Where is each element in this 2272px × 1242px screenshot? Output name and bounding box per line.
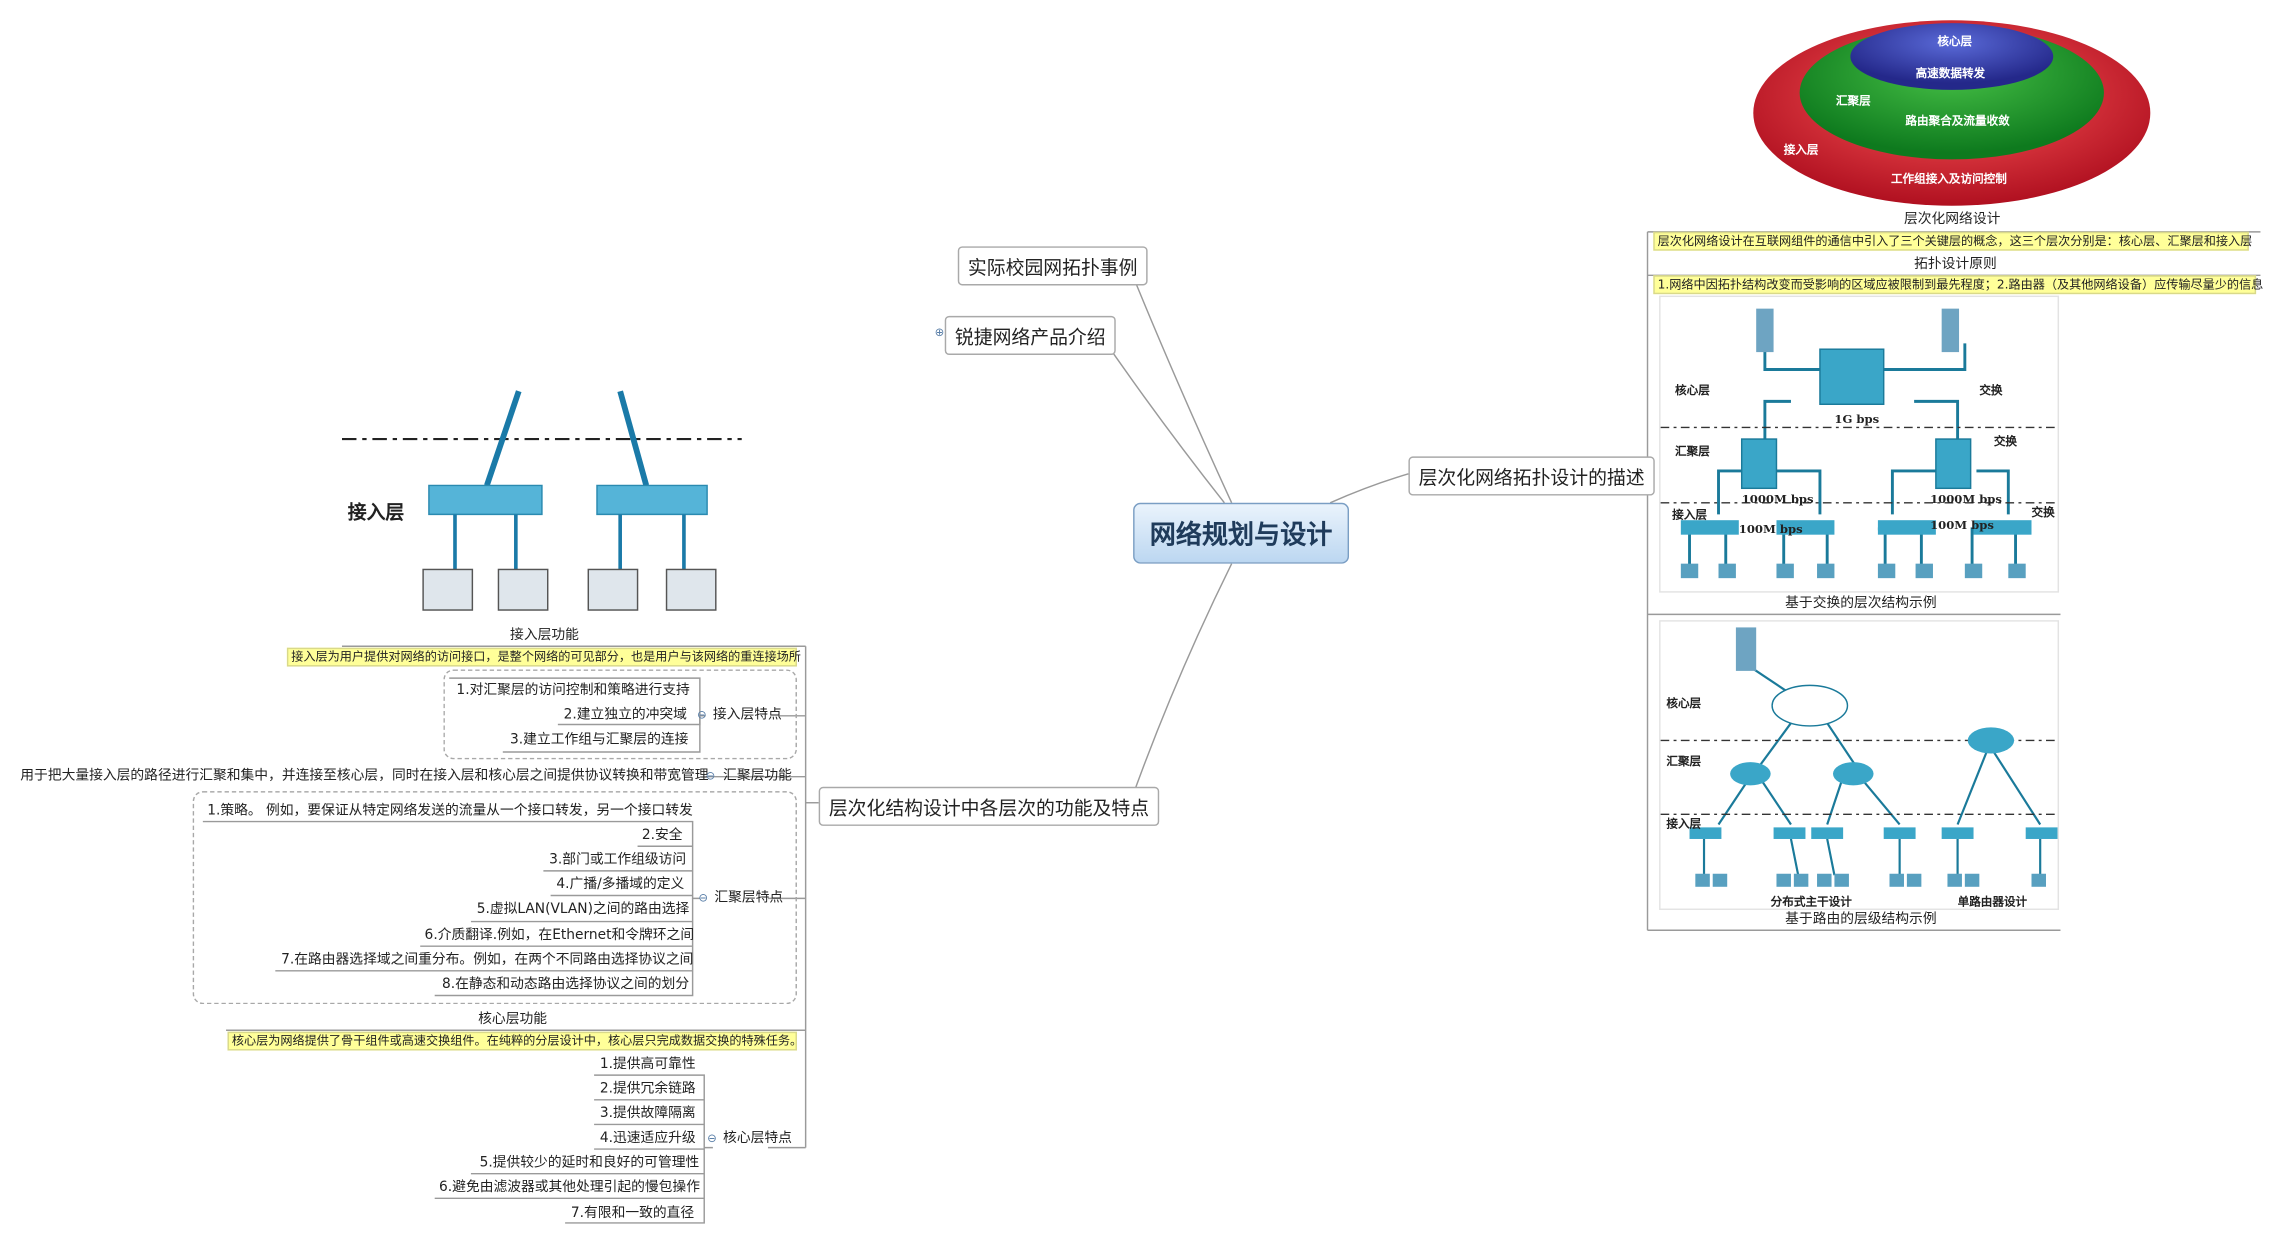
switch-swap-label-3: 交换 — [2031, 504, 2055, 519]
switch-core-label: 核心层 — [1675, 382, 1710, 398]
branch-layer-functions[interactable]: 层次化结构设计中各层次的功能及特点 — [818, 786, 1160, 826]
dist-feature-item: 2.安全 — [641, 827, 683, 844]
router-core-label: 核心层 — [1666, 695, 1702, 711]
router-caption: 基于路由的层级结构示例 — [1785, 911, 1937, 928]
router-distributed-label: 分布式主干设计 — [1770, 894, 1852, 909]
central-topic[interactable]: 网络规划与设计 — [1133, 502, 1350, 564]
core-feature-item: 7.有限和一致的直径 — [570, 1205, 695, 1222]
core-function-note: 核心层为网络提供了骨干组件或高速交换组件。在纯粹的分层设计中，核心层只完成数据交… — [227, 1031, 802, 1051]
core-function-title: 核心层功能 — [478, 1011, 548, 1028]
router-single-label: 单路由器设计 — [1957, 894, 2028, 909]
ellipse-core-sub: 高速数据转发 — [1915, 66, 1986, 80]
expand-icon[interactable]: ⊕ — [934, 326, 945, 340]
core-feature-item: 3.提供故障隔离 — [599, 1105, 696, 1122]
switch-bw-100a: 100M bps — [1738, 521, 1803, 537]
router-access-label: 接入层 — [1666, 815, 1702, 831]
dist-feature-item: 1.策略。 例如，要保证从特定网络发送的流量从一个接口转发，另一个接口转发 — [207, 802, 693, 819]
access-feature-item: 3.建立工作组与汇聚层的连接 — [510, 731, 689, 748]
collapse-icon[interactable]: ⊖ — [696, 708, 707, 722]
topology-principle-title: 拓扑设计原则 — [1914, 256, 1997, 273]
access-function-note: 接入层为用户提供对网络的访问接口，是整个网络的可见部分，也是用户与该网络的重连接… — [286, 647, 801, 667]
access-features-label: 接入层特点 — [712, 707, 782, 724]
dist-feature-item: 3.部门或工作组级访问 — [549, 852, 687, 868]
dist-feature-item: 7.在路由器选择域之间重分布。例如，在两个不同路由选择协议之间 — [281, 951, 694, 968]
branch-campus-example[interactable]: 实际校园网拓扑事例 — [957, 246, 1148, 286]
ellipse-dist-label: 汇聚层 — [1835, 94, 1871, 108]
dist-feature-item: 5.虚拟LAN(VLAN)之间的路由选择 — [476, 901, 690, 918]
switch-swap-label-2: 交换 — [1993, 433, 2018, 448]
dist-feature-item: 8.在静态和动态路由选择协议之间的划分 — [441, 976, 690, 993]
router-hierarchy-image: 核心层 汇聚层 接入层 分布式主干设计 单路由器设计 — [1659, 620, 2060, 910]
dist-function-label: 汇聚层功能 — [723, 767, 792, 784]
ellipse-access-label: 接入层 — [1783, 143, 1819, 157]
dist-features-label: 汇聚层特点 — [714, 889, 784, 906]
ellipse-access-sub: 工作组接入及访问控制 — [1890, 172, 2007, 186]
access-features-boundary — [443, 669, 797, 760]
ellipse-dist-sub: 路由聚合及流量收敛 — [1905, 114, 2010, 128]
switch-bw-1g: 1G bps — [1834, 411, 1880, 427]
hierarchy-design-note: 层次化网络设计在互联网组件的通信中引入了三个关键层的概念，这三个层次分别是：核心… — [1653, 231, 2252, 251]
ellipse-core-label: 核心层 — [1937, 34, 1973, 48]
dist-feature-item: 4.广播/多播域的定义 — [556, 876, 685, 893]
access-function-title: 接入层功能 — [510, 627, 579, 644]
dist-function-text: 用于把大量接入层的路径进行汇聚和集中，并连接至核心层，同时在接入层和核心层之间提… — [20, 767, 709, 784]
branch-ruijie-products[interactable]: 锐捷网络产品介绍 — [944, 315, 1116, 356]
dist-features-boundary — [192, 791, 797, 1005]
collapse-icon[interactable]: ⊖ — [705, 769, 716, 783]
switch-swap-label-1: 交换 — [1979, 382, 2003, 398]
core-feature-item: 4.迅速适应升级 — [599, 1130, 696, 1147]
access-feature-item: 1.对汇聚层的访问控制和策略进行支持 — [456, 682, 690, 699]
core-features-label: 核心层特点 — [723, 1130, 792, 1147]
layer-ellipse-image: 核心层 高速数据转发 汇聚层 路由聚合及流量收敛 接入层 工作组接入及访问控制 — [1751, 17, 2152, 209]
dist-feature-item: 6.介质翻译.例如，在Ethernet和令牌环之间 — [424, 927, 695, 944]
router-dist-label: 汇聚层 — [1666, 753, 1702, 768]
core-feature-item: 5.提供较少的延时和良好的可管理性 — [479, 1154, 700, 1171]
access-image-label: 接入层 — [347, 502, 405, 525]
access-feature-item: 2.建立独立的冲突域 — [563, 707, 687, 724]
core-feature-item: 6.避免由滤波器或其他处理引起的慢包操作 — [439, 1179, 700, 1196]
switch-bw-1000a: 1000M bps — [1741, 491, 1814, 506]
switch-dist-label: 汇聚层 — [1675, 443, 1710, 458]
topology-principle-note: 1.网络中因拓扑结构改变而受影响的区域应被限制到最先程度；2.路由器（及其他网络… — [1653, 275, 2263, 295]
branch-hierarchy-description[interactable]: 层次化网络拓扑设计的描述 — [1408, 456, 1655, 496]
switch-access-label: 接入层 — [1672, 507, 1707, 522]
switch-bw-100b: 100M bps — [1930, 517, 1994, 532]
hierarchy-design-title: 层次化网络设计 — [1903, 211, 2001, 228]
collapse-icon[interactable]: ⊖ — [698, 891, 709, 905]
core-feature-item: 2.提供冗余链路 — [599, 1080, 696, 1097]
access-layer-image: 接入层 — [341, 383, 742, 624]
core-feature-item: 1.提供高可靠性 — [599, 1056, 696, 1073]
switch-caption: 基于交换的层次结构示例 — [1785, 595, 1937, 612]
switch-hierarchy-image: 核心层 交换 1G bps 交换 汇聚层 1000M bps 1000M bps… — [1659, 295, 2060, 593]
collapse-icon[interactable]: ⊖ — [707, 1131, 717, 1145]
switch-bw-1000b: 1000M bps — [1930, 491, 2002, 506]
